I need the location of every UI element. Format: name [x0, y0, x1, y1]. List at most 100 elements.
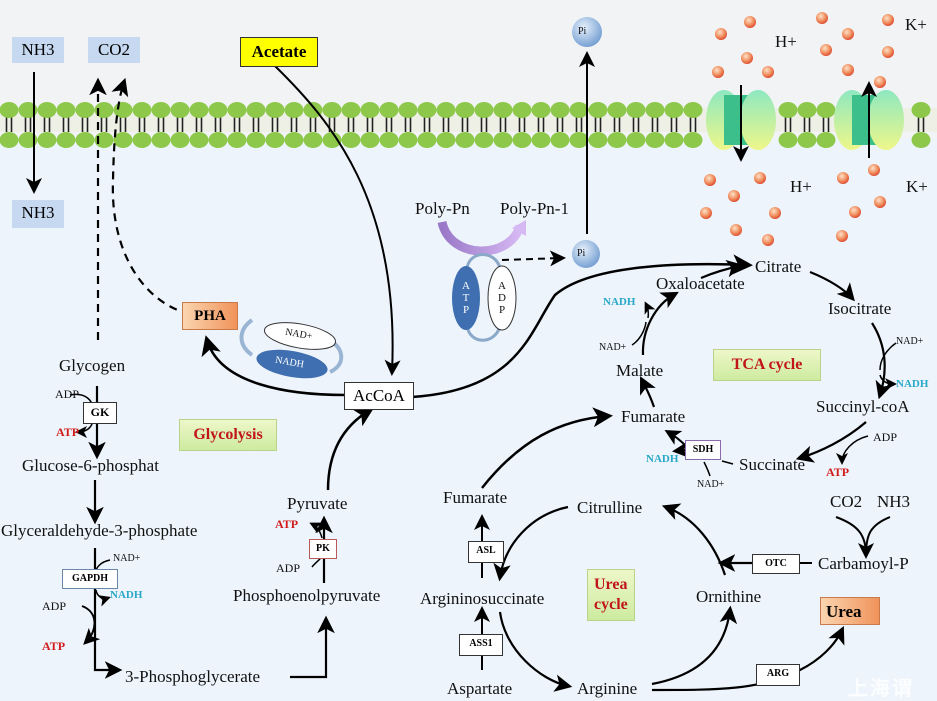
sdh-nadh-arrow	[672, 441, 689, 458]
lipid-head	[569, 102, 589, 118]
nad-oval	[263, 322, 337, 350]
lipid-head	[37, 132, 57, 148]
citrate-to-isocitrate-arrow	[809, 270, 855, 302]
lipid-head	[94, 102, 114, 118]
lipid-head	[626, 132, 646, 148]
succinylcoa-label: Succinyl-coA	[816, 397, 910, 416]
lipid-head	[398, 132, 418, 148]
acetate-box: Acetate	[240, 37, 318, 67]
lipid-head	[341, 102, 361, 118]
ion-particle	[849, 206, 861, 218]
ion-particle	[836, 230, 848, 242]
arg-enzyme-box: ARG	[756, 664, 800, 686]
lipid-head	[588, 132, 608, 148]
nadh-oval	[256, 349, 328, 379]
ion-particle	[874, 196, 886, 208]
oxaloacetate-label: Oxaloacetate	[656, 274, 745, 293]
lipid-head	[493, 132, 513, 148]
lipid-head	[645, 132, 665, 148]
lipid-head	[911, 132, 931, 148]
malate-label: Malate	[616, 361, 664, 380]
cytoplasm-region	[0, 138, 937, 701]
lipid-head	[588, 102, 608, 118]
lipid-head	[569, 132, 589, 148]
lipid-head	[170, 102, 190, 118]
h-inside-label: H+	[790, 177, 812, 196]
gapdh-nad-label: NAD+	[113, 553, 141, 564]
mdh-nad-arc	[631, 321, 647, 346]
ion-particle	[842, 64, 854, 76]
otc-enzyme-box: OTC	[752, 554, 800, 574]
atp-oval	[452, 266, 480, 330]
lipid-head	[132, 132, 152, 148]
pgk-adp-label: ADP	[42, 599, 67, 613]
lipid-head	[208, 132, 228, 148]
ion-particle	[868, 164, 880, 176]
ass1-enzyme-box: ASS1	[459, 634, 503, 656]
lipid-head	[683, 102, 703, 118]
tca-nad-arc	[879, 342, 897, 371]
ion-particle	[715, 28, 727, 40]
h-outside-label: H+	[775, 32, 797, 51]
accoa-to-pha-arrow	[201, 335, 346, 397]
ion-particle	[762, 66, 774, 78]
polyp-n1-label: Poly-Pn-1	[500, 199, 569, 218]
ion-particle	[874, 76, 886, 88]
lipid-head	[797, 132, 817, 148]
co2-outside-label: CO2	[88, 37, 140, 63]
lipid-head	[189, 132, 209, 148]
urea-cycle-title-line1: Urea	[594, 576, 628, 593]
lipid-head	[227, 102, 247, 118]
sdh-nadh-label: NADH	[646, 453, 679, 465]
urea-co2-label: CO2	[830, 492, 863, 511]
pi-outside-label: Pi	[578, 26, 587, 37]
3pg-label: 3-Phosphoglycerate	[125, 667, 261, 686]
lipid-head	[132, 102, 152, 118]
lipid-head	[398, 102, 418, 118]
lipid-head	[512, 132, 532, 148]
ion-particles	[700, 12, 894, 246]
3pg-to-pep-arrow	[290, 615, 335, 679]
urea-cycle-title-line2: cycle	[594, 596, 628, 613]
glycogen-label: Glycogen	[59, 356, 126, 375]
urea-nh3-label: NH3	[877, 492, 911, 511]
ion-particle	[728, 190, 740, 202]
adp-oval	[487, 265, 517, 331]
pyruvate-to-accoa-arrow	[326, 407, 375, 491]
pi-release-arrow	[501, 250, 566, 267]
ion-particle	[762, 234, 774, 246]
sdh-nad-label: NAD+	[697, 479, 725, 490]
lipid-head	[151, 132, 171, 148]
lipid-head	[303, 132, 323, 148]
polyp-n-label: Poly-Pn	[415, 199, 470, 218]
gk-adp-label: ADP	[55, 387, 80, 401]
tca-atp-arc	[836, 435, 869, 465]
lipid-head	[664, 132, 684, 148]
k-outside-label: K+	[905, 15, 927, 34]
lipid-head	[512, 102, 532, 118]
lipid-head	[816, 132, 836, 148]
lipid-head	[0, 102, 19, 118]
lipid-head	[75, 102, 95, 118]
isocitrate-label: Isocitrate	[828, 299, 892, 318]
urea-cycle-title: Urea cycle	[587, 569, 635, 621]
acetate-to-accoa-arrow	[274, 65, 401, 376]
lipid-head	[284, 132, 304, 148]
lipid-head	[0, 132, 19, 148]
lipid-head	[379, 132, 399, 148]
lipid-head	[816, 102, 836, 118]
lipid-head	[493, 102, 513, 118]
lipid-head	[246, 132, 266, 148]
polyp-conversion-arc	[437, 220, 525, 256]
ion-particle	[882, 46, 894, 58]
lipid-head	[246, 102, 266, 118]
lipid-head	[474, 102, 494, 118]
lipid-head	[322, 102, 342, 118]
ion-particle	[704, 174, 716, 186]
mdh-nadh-arc	[644, 301, 656, 319]
nh3-inside-text: NH3	[21, 203, 55, 222]
ion-particle	[769, 207, 781, 219]
citrate-label: Citrate	[755, 257, 802, 276]
lipid-head	[455, 102, 475, 118]
